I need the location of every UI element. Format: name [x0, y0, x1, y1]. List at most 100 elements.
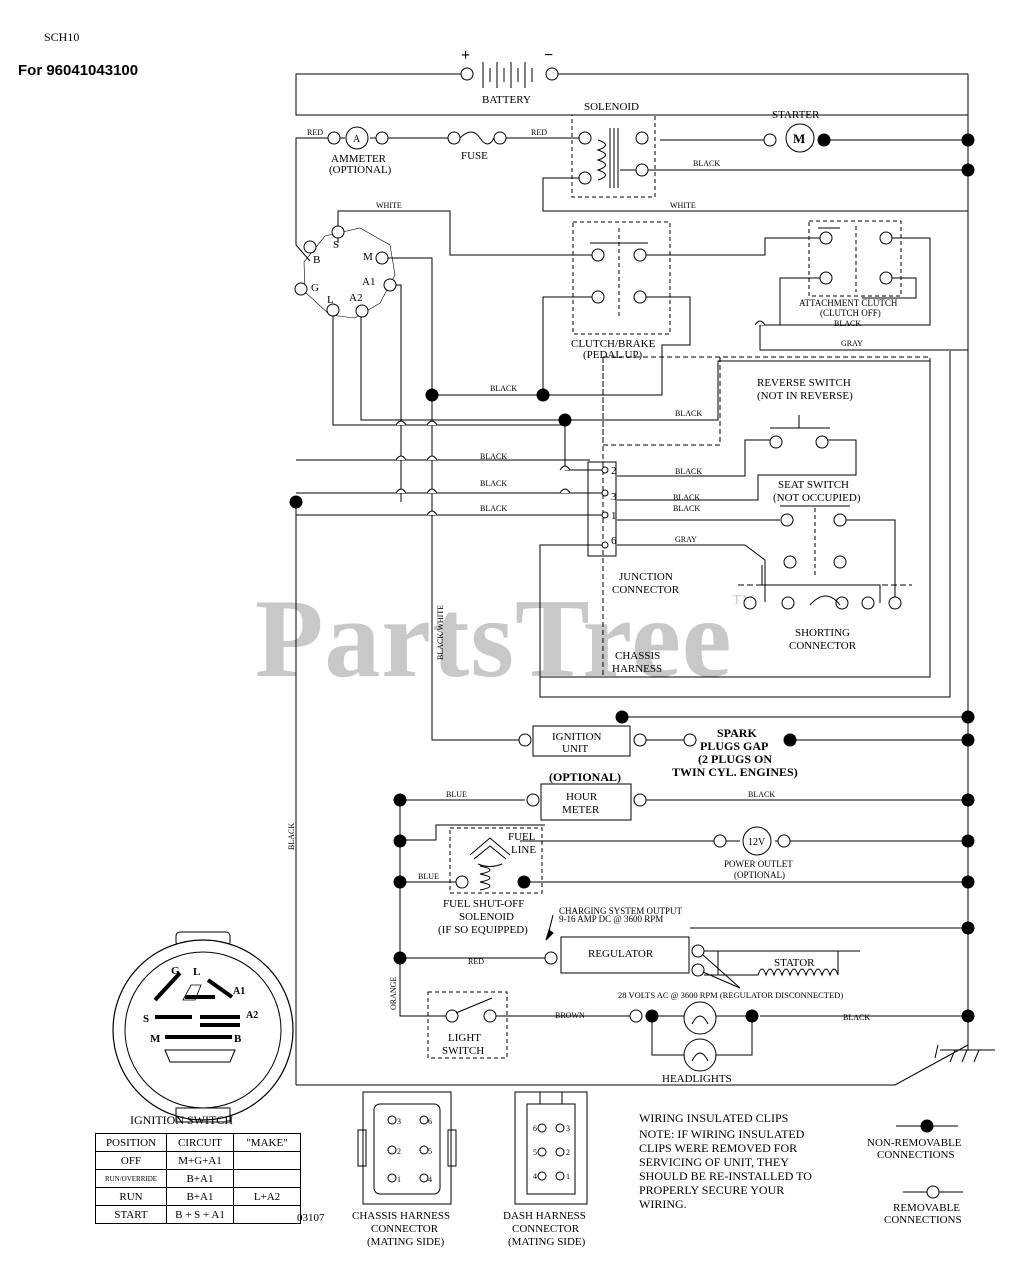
- col-circuit: CIRCUIT: [166, 1133, 234, 1152]
- part-number: 03107: [297, 1212, 325, 1224]
- switch-label-g: G: [171, 965, 180, 977]
- partstree-watermark: PartsTreeTM: [255, 577, 755, 701]
- light-switch-sub: SWITCH: [442, 1045, 484, 1057]
- power-outlet-sub: (OPTIONAL): [734, 870, 785, 880]
- row-off-circuit: M+G+A1: [166, 1151, 234, 1170]
- row-override-position: RUN/OVERRIDE: [95, 1169, 167, 1188]
- starter-symbol: M: [793, 131, 805, 146]
- battery: + − BATTERY: [460, 47, 559, 106]
- wire-black-j3: BLACK: [480, 504, 507, 513]
- switch-label-b: B: [234, 1033, 242, 1045]
- wire-brown: BROWN: [555, 1011, 585, 1020]
- terminal-a2: A2: [349, 292, 362, 304]
- chassis-harness-label: CHASSIS: [615, 650, 660, 662]
- row-start-position: START: [95, 1205, 167, 1224]
- power-outlet-label: POWER OUTLET: [724, 859, 793, 869]
- wire-white-1: WHITE: [376, 201, 402, 210]
- shorting-connector-label: SHORTING: [795, 627, 850, 639]
- spark-label: SPARK: [717, 726, 757, 740]
- ignition-unit: IGNITION UNIT SPARK PLUGS GAP (2 PLUGS O…: [518, 725, 798, 779]
- note-line-1: WIRING INSULATED CLIPS: [639, 1111, 788, 1125]
- dash-pin-4: 4: [533, 1172, 537, 1181]
- fuse-label: FUSE: [461, 150, 488, 162]
- ammeter-optional: (OPTIONAL): [329, 164, 392, 176]
- seat-switch-label: SEAT SWITCH: [778, 479, 849, 491]
- note-line-3: CLIPS WERE REMOVED FOR: [639, 1141, 797, 1155]
- terminal-g: G: [311, 282, 319, 294]
- solid-connections: [289, 133, 975, 1023]
- note-line-6: PROPERLY SECURE YOUR: [639, 1183, 784, 1197]
- legend-removable-sub: CONNECTIONS: [884, 1214, 962, 1226]
- legend-non-removable: NON-REMOVABLE: [867, 1137, 962, 1149]
- clutch-brake-switch: CLUTCH/BRAKE (PEDAL UP): [571, 221, 671, 361]
- switch-label-a1: A1: [233, 986, 245, 997]
- chassis-pin-4: 4: [428, 1175, 432, 1184]
- attachment-clutch-switch: ATTACHMENT CLUTCH (CLUTCH OFF): [799, 220, 902, 318]
- chassis-connector-side: (MATING SIDE): [367, 1236, 445, 1248]
- junction-pin-3: 3: [611, 491, 617, 503]
- wire-black-l: BLACK: [675, 409, 702, 418]
- row-off-make: [233, 1151, 301, 1170]
- clutch-brake-label: CLUTCH/BRAKE: [571, 338, 656, 350]
- stator-note: 28 VOLTS AC @ 3600 RPM (REGULATOR DISCON…: [618, 990, 843, 1000]
- shorting-connector-sub: CONNECTOR: [789, 640, 857, 652]
- chassis-pin-1: 1: [397, 1175, 401, 1184]
- model-number: For 96041043100: [18, 62, 139, 79]
- junction-pin-1: 1: [611, 510, 617, 522]
- table-row: OFF M+G+A1: [95, 1151, 301, 1170]
- chassis-connector-title: CHASSIS HARNESS: [352, 1210, 450, 1222]
- wire-black-j4: BLACK: [675, 467, 702, 476]
- wire-crossovers: [395, 320, 766, 516]
- ignition-terminals: S M B A1 G L A2: [294, 225, 397, 319]
- wire-black-lights: BLACK: [843, 1013, 870, 1022]
- attachment-clutch-sub: (CLUTCH OFF): [820, 308, 881, 318]
- wire-black-main: BLACK: [287, 823, 296, 850]
- row-override-make: [233, 1169, 301, 1188]
- col-make: "MAKE": [233, 1133, 301, 1152]
- terminal-l: L: [327, 294, 334, 306]
- wire-black-brake: BLACK: [490, 384, 517, 393]
- legend-non-removable-sub: CONNECTIONS: [877, 1149, 955, 1161]
- clutch-brake-sub: (PEDAL UP): [583, 349, 643, 361]
- wire-black-j2: BLACK: [480, 479, 507, 488]
- starter: M STARTER: [763, 109, 831, 153]
- reverse-switch-sub: (NOT IN REVERSE): [757, 390, 853, 402]
- switch-label-s: S: [143, 1013, 149, 1025]
- fuse: FUSE: [447, 131, 507, 162]
- switch-label-a2: A2: [246, 1010, 258, 1021]
- spark-plugs: (2 PLUGS ON: [698, 752, 772, 766]
- starter-label: STARTER: [772, 109, 820, 121]
- row-start-make: [233, 1205, 301, 1224]
- note-line-2: NOTE: IF WIRING INSULATED: [639, 1127, 805, 1141]
- wire-blue-1: BLUE: [446, 790, 467, 799]
- table-row: RUN/OVERRIDE B+A1: [95, 1169, 301, 1188]
- hour-meter-optional: (OPTIONAL): [549, 770, 621, 784]
- chassis-harness-connector: 3 6 2 5 1 4 CHASSIS HARNESS CONNECTOR (M…: [352, 1091, 457, 1248]
- light-switch: LIGHT SWITCH: [427, 991, 508, 1059]
- junction-pin-2: 2: [611, 465, 617, 477]
- regulator-label: REGULATOR: [588, 948, 654, 960]
- row-override-circuit: B+A1: [166, 1169, 234, 1188]
- terminal-a1: A1: [362, 276, 375, 288]
- note-line-5: SHOULD BE RE-INSTALLED TO: [639, 1169, 812, 1183]
- reverse-seat-assembly: REVERSE SWITCH (NOT IN REVERSE) SEAT SWI…: [602, 356, 931, 678]
- solenoid: SOLENOID: [571, 101, 656, 198]
- wire-gray-2: GRAY: [675, 535, 697, 544]
- fuel-solenoid: FUEL LINE FUEL SHUT-OFF SOLENOID (IF SO …: [438, 827, 543, 936]
- charging-output: CHARGING SYSTEM OUTPUT: [559, 906, 683, 916]
- dash-pin-6: 6: [533, 1124, 537, 1133]
- wiring-note: WIRING INSULATED CLIPS NOTE: IF WIRING I…: [639, 1111, 812, 1211]
- table-row: RUN B+A1 L+A2: [95, 1187, 301, 1206]
- chassis-pin-2: 2: [397, 1147, 401, 1156]
- fuel-solenoid-label: FUEL SHUT-OFF: [443, 898, 524, 910]
- row-run-position: RUN: [95, 1187, 167, 1206]
- spark-twin: TWIN CYL. ENGINES): [672, 765, 798, 779]
- table-header-row: POSITION CIRCUIT "MAKE": [95, 1133, 301, 1152]
- junction-pin-6: 6: [611, 535, 617, 547]
- legend-removable: REMOVABLE: [893, 1202, 960, 1214]
- wire-black-solenoid: BLACK: [693, 159, 720, 168]
- wire-red-1: RED: [307, 128, 323, 137]
- attachment-clutch-label: ATTACHMENT CLUTCH: [799, 298, 898, 308]
- row-run-make: L+A2: [233, 1187, 301, 1206]
- hour-meter-sub: METER: [562, 804, 600, 816]
